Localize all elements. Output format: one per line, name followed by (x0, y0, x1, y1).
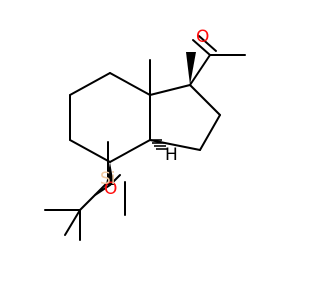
bond-ring5-d (149, 139, 201, 151)
bond-carbonyl-double-2 (198, 35, 217, 52)
silicon-label: Si (100, 169, 116, 189)
bond-ring6-f (109, 139, 151, 163)
oxygen-carbonyl-label: O (196, 27, 209, 47)
wedge-oxygen (106, 162, 114, 185)
structure-svg: O O Si H (44, 27, 246, 241)
molecule-diagram: O O Si H (44, 27, 246, 241)
bond-ring6-b (109, 72, 151, 96)
bonds (44, 35, 246, 241)
bond-ring5-c (199, 114, 221, 151)
oxygen-ether-label: O (104, 179, 117, 199)
bond-ring5-b (189, 84, 221, 116)
hashed-bond-h (150, 139, 168, 150)
bond-ring6-e (69, 139, 111, 163)
bond-ring6-c (69, 72, 111, 96)
bond-tbu-3 (64, 209, 81, 236)
bond-carbonyl-double-1 (192, 39, 211, 56)
wedge-acetyl (186, 52, 196, 85)
bond-acetyl-carbonyl-c (189, 54, 211, 86)
bond-si-tbu (79, 181, 109, 211)
bond-ring5-a (149, 84, 191, 96)
hydrogen-label: H (165, 145, 178, 165)
